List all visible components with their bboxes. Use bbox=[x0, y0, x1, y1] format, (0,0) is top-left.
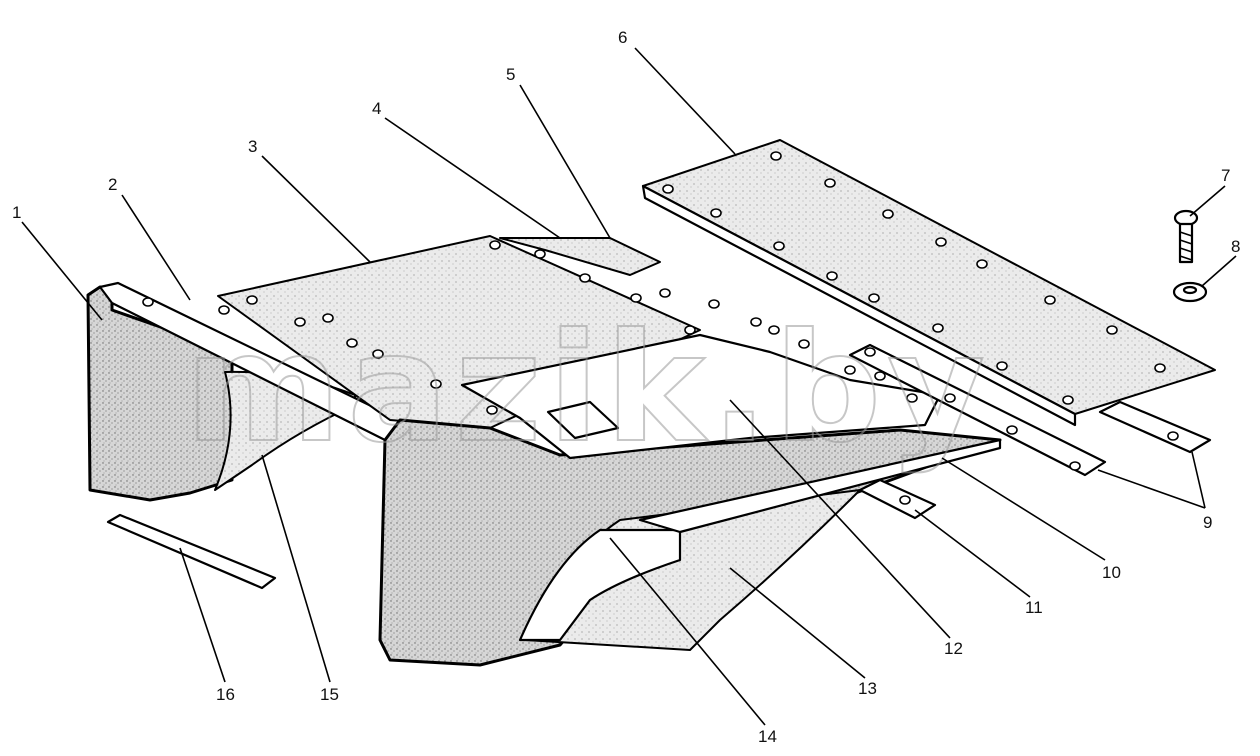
bolt-hole bbox=[773, 241, 785, 251]
leader-5 bbox=[519, 84, 611, 239]
leader-13 bbox=[729, 567, 866, 679]
leader-1 bbox=[21, 221, 103, 321]
bolt-holes bbox=[142, 151, 1179, 505]
bolt-hole bbox=[579, 273, 591, 283]
bolt-hole bbox=[844, 365, 856, 375]
callout-5: 5 bbox=[506, 65, 515, 84]
housing-assembly bbox=[86, 235, 1002, 667]
leader-16 bbox=[179, 547, 226, 683]
bolt-hole bbox=[1154, 363, 1166, 373]
bolt-hole bbox=[899, 495, 911, 505]
strip-9a bbox=[848, 343, 1107, 477]
bolt-hole bbox=[372, 349, 384, 359]
strip-9b bbox=[1098, 400, 1212, 454]
top-plate-assembly bbox=[641, 139, 1216, 427]
bolt-hole bbox=[932, 323, 944, 333]
bolt-hole bbox=[662, 184, 674, 194]
callout-11: 11 bbox=[1025, 598, 1043, 617]
hatch-opening bbox=[546, 400, 620, 440]
leader-15 bbox=[261, 454, 331, 683]
callout-8: 8 bbox=[1231, 237, 1240, 256]
callout-10: 10 bbox=[1102, 563, 1121, 582]
strip-16 bbox=[106, 513, 277, 590]
callout-13: 13 bbox=[858, 679, 877, 698]
bolt-hole bbox=[768, 325, 780, 335]
bolt-hole bbox=[708, 299, 720, 309]
washer-icon bbox=[1172, 281, 1208, 303]
callout-7: 7 bbox=[1221, 166, 1230, 185]
bolt-hole bbox=[1006, 425, 1018, 435]
bolt-hole bbox=[868, 293, 880, 303]
bolt-hole bbox=[246, 295, 258, 305]
bolt-hole bbox=[710, 208, 722, 218]
callout-15: 15 bbox=[320, 685, 339, 704]
leader-6 bbox=[634, 47, 736, 155]
leader-lines bbox=[21, 47, 1237, 726]
watermark-text: mazik.by bbox=[185, 302, 991, 476]
bolt-hole bbox=[346, 338, 358, 348]
bolt-hole bbox=[534, 249, 546, 259]
bolt-hole bbox=[1069, 461, 1081, 471]
bolt-hole bbox=[798, 339, 810, 349]
leader-2 bbox=[121, 194, 191, 301]
callout-12: 12 bbox=[944, 639, 963, 658]
strips bbox=[106, 343, 1212, 590]
front-cover-right bbox=[638, 438, 1002, 534]
bolt-hole bbox=[294, 317, 306, 327]
top-plate-edge bbox=[641, 184, 1077, 427]
leader-3 bbox=[261, 155, 371, 263]
leader-7 bbox=[1189, 185, 1226, 217]
bolt-hole bbox=[1044, 295, 1056, 305]
bolt-hole bbox=[1106, 325, 1118, 335]
bolt-hole bbox=[864, 347, 876, 357]
bolt-hole bbox=[944, 393, 956, 403]
bolt-hole bbox=[1062, 395, 1074, 405]
bolt-hole bbox=[142, 297, 154, 307]
leader-4 bbox=[384, 117, 561, 239]
bolt-hole bbox=[874, 371, 886, 381]
leader-9a bbox=[1097, 469, 1206, 509]
callout-labels: 1 2 3 4 5 6 7 8 9 10 11 12 13 14 15 16 bbox=[12, 28, 1240, 746]
bolt-hole bbox=[882, 209, 894, 219]
callout-16: 16 bbox=[216, 685, 235, 704]
leader-14 bbox=[609, 537, 766, 726]
bolt-hole bbox=[824, 178, 836, 188]
callout-2: 2 bbox=[108, 175, 117, 194]
bolt-hole bbox=[489, 240, 501, 250]
leader-8 bbox=[1201, 255, 1237, 287]
bolt-hole bbox=[976, 259, 988, 269]
bolt-hole bbox=[906, 393, 918, 403]
bolt-hole bbox=[996, 361, 1008, 371]
callout-4: 4 bbox=[372, 99, 381, 118]
bolt-hole bbox=[659, 288, 671, 298]
leader-11 bbox=[914, 509, 1031, 598]
bolt-hole bbox=[486, 405, 498, 415]
callout-3: 3 bbox=[248, 137, 257, 156]
leader-12 bbox=[729, 399, 951, 639]
leader-10 bbox=[941, 457, 1106, 561]
callout-9: 9 bbox=[1203, 513, 1212, 532]
top-right-bracket bbox=[499, 237, 661, 276]
bolt-hole bbox=[1167, 431, 1179, 441]
strip-11 bbox=[858, 478, 937, 520]
bolt-hole bbox=[322, 313, 334, 323]
bolt-hole bbox=[935, 237, 947, 247]
bolt-hole bbox=[630, 293, 642, 303]
bolt-hole bbox=[218, 305, 230, 315]
leader-9b bbox=[1191, 451, 1206, 509]
bolt-hole bbox=[684, 325, 696, 335]
callout-1: 1 bbox=[12, 203, 21, 222]
bolt-icon bbox=[1173, 209, 1199, 264]
bolt-hole bbox=[750, 317, 762, 327]
callout-14: 14 bbox=[758, 727, 777, 746]
bolt-hole bbox=[826, 271, 838, 281]
fasteners bbox=[1172, 209, 1208, 303]
bolt-hole bbox=[770, 151, 782, 161]
bolt-hole bbox=[430, 379, 442, 389]
callout-6: 6 bbox=[618, 28, 627, 47]
